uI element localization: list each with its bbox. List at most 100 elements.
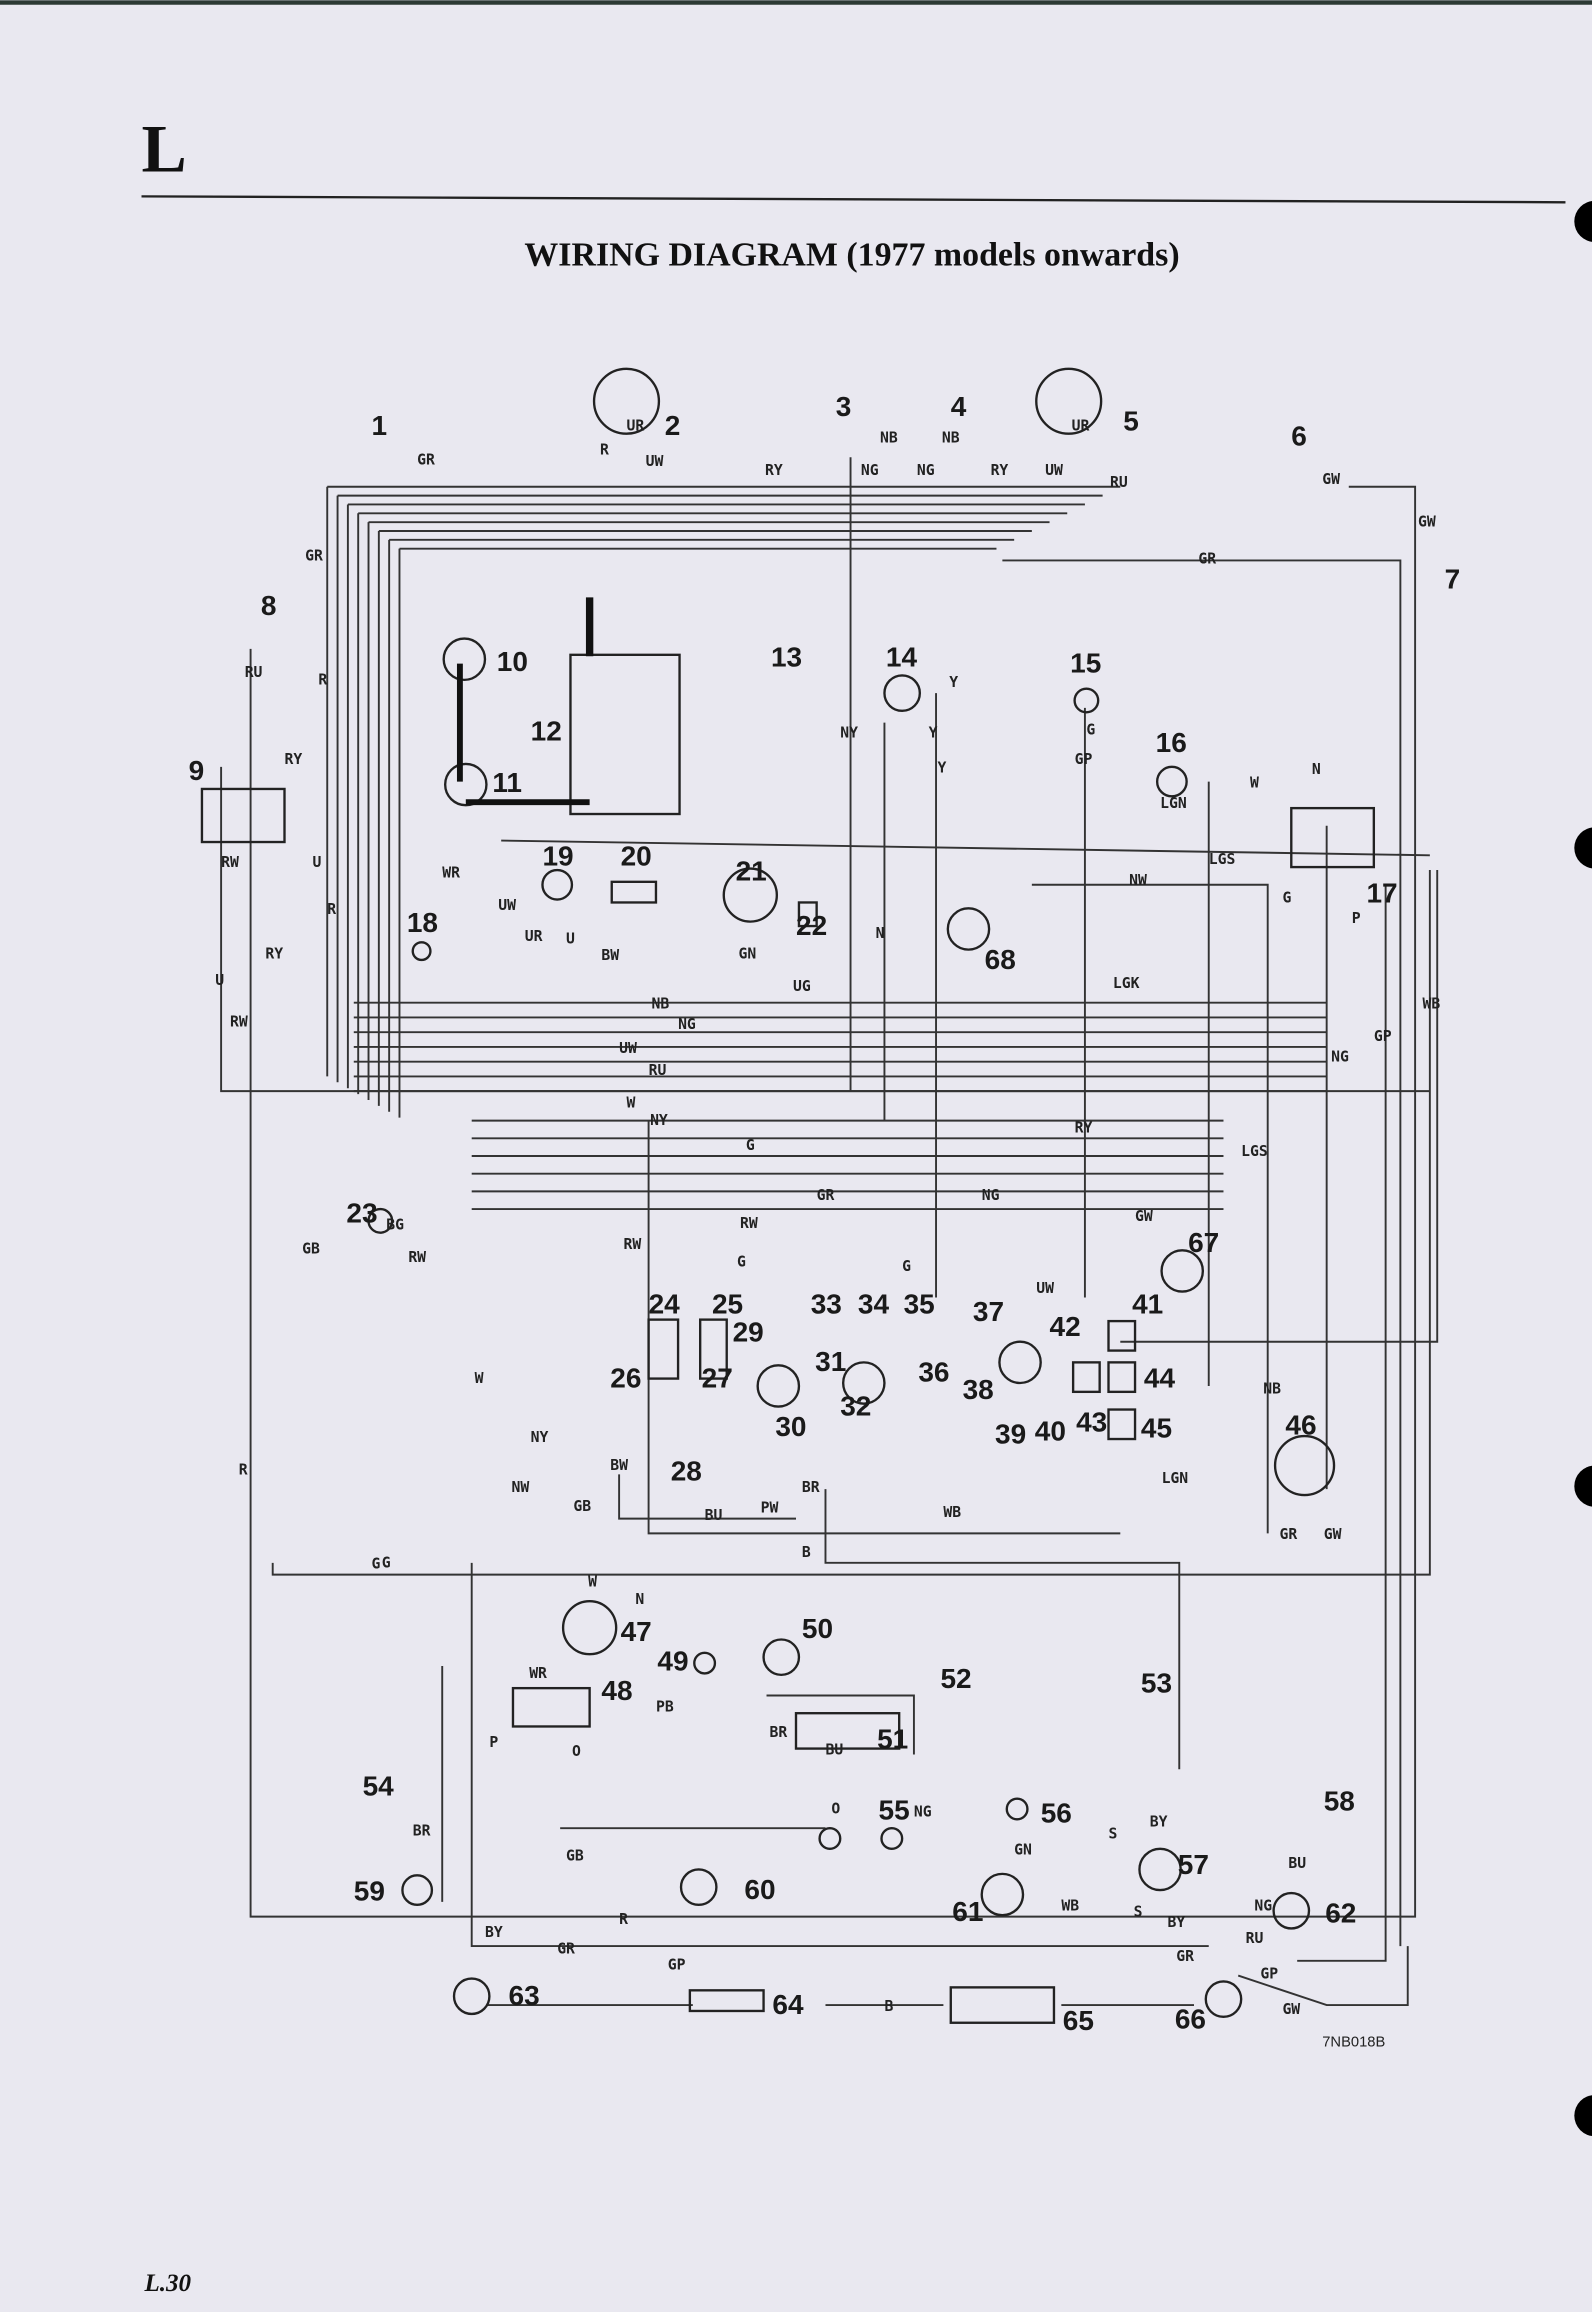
- wire-label: N: [876, 925, 885, 942]
- wire-label: LGN: [1160, 795, 1187, 812]
- wire-label: WR: [442, 864, 460, 881]
- wire-label: RW: [624, 1236, 642, 1253]
- wire-label: GB: [566, 1848, 584, 1865]
- wire-label: GP: [1374, 1028, 1392, 1045]
- wire: [1297, 884, 1387, 1962]
- wire-label: GR: [557, 1940, 575, 1957]
- wire-label: RY: [265, 945, 283, 962]
- component-number-14: 14: [886, 642, 918, 673]
- wire-label: GR: [1279, 1526, 1297, 1543]
- wire-label: GR: [1176, 1948, 1194, 1965]
- wire-label: RW: [408, 1249, 426, 1266]
- component-symbol: [980, 1872, 1025, 1917]
- component-number-33: 33: [811, 1289, 842, 1320]
- wire-label: RY: [284, 751, 302, 768]
- component-number-2: 2: [665, 410, 681, 441]
- wire-label: GW: [1282, 2001, 1300, 2018]
- component-symbol: [818, 1826, 842, 1850]
- component-number-56: 56: [1041, 1797, 1072, 1828]
- component-number-10: 10: [497, 646, 528, 677]
- component-number-55: 55: [879, 1794, 910, 1825]
- component-number-63: 63: [509, 1980, 540, 2011]
- component-number-16: 16: [1156, 727, 1187, 758]
- wire-label: R: [239, 1461, 248, 1478]
- wire-label: O: [572, 1743, 581, 1760]
- wire-label: G: [746, 1137, 755, 1154]
- wire-label: RY: [991, 462, 1009, 479]
- wire-label: UW: [498, 897, 516, 914]
- component-symbol: [1204, 1980, 1243, 2019]
- wire: [501, 839, 1430, 857]
- wire-label: NW: [1129, 872, 1147, 889]
- component-number-40: 40: [1035, 1415, 1066, 1446]
- wire-label: WB: [1061, 1898, 1079, 1915]
- component-number-54: 54: [363, 1771, 395, 1802]
- wire-label: W: [588, 1573, 597, 1590]
- component-symbol: [401, 1874, 434, 1907]
- wire-label: LGN: [1162, 1470, 1189, 1487]
- wire-label: RW: [221, 854, 239, 871]
- wire-label: GW: [1322, 471, 1340, 488]
- wire: [647, 1120, 1121, 1535]
- wire-label: GB: [302, 1240, 320, 1257]
- component-number-67: 67: [1188, 1227, 1219, 1258]
- component-number-8: 8: [261, 590, 277, 621]
- wire-label: G: [1086, 721, 1095, 738]
- component-number-59: 59: [354, 1875, 385, 1906]
- component-symbol: [541, 868, 574, 901]
- component-symbol: [679, 1868, 718, 1907]
- wire-label: G: [1282, 889, 1291, 906]
- component-number-42: 42: [1050, 1311, 1081, 1342]
- component-number-13: 13: [771, 642, 802, 673]
- wire-label: GR: [305, 547, 323, 564]
- wire-label: RW: [740, 1215, 758, 1232]
- wire-label: W: [1250, 774, 1259, 791]
- component-symbol: [610, 880, 658, 904]
- component-number-60: 60: [744, 1874, 775, 1905]
- component-number-27: 27: [702, 1362, 733, 1393]
- wire-label: BY: [1150, 1814, 1168, 1831]
- wire-label: P: [1352, 910, 1361, 927]
- component-symbol: [1005, 1797, 1029, 1821]
- component-symbol: [699, 1318, 728, 1380]
- wire: [1237, 1946, 1409, 2007]
- wire-label: GR: [817, 1187, 835, 1204]
- component-number-62: 62: [1325, 1898, 1356, 1929]
- component-number-45: 45: [1141, 1413, 1172, 1444]
- wire-label: W: [626, 1094, 635, 1111]
- wire-label: G: [371, 1556, 380, 1573]
- wire-label: NB: [652, 996, 670, 1013]
- component-number-31: 31: [815, 1346, 846, 1377]
- component-number-37: 37: [973, 1296, 1004, 1327]
- wire-label: S: [1134, 1904, 1143, 1921]
- component-number-7: 7: [1445, 563, 1461, 594]
- component-symbol: [367, 1207, 394, 1234]
- wire-label: R: [600, 441, 609, 458]
- component-number-57: 57: [1178, 1849, 1209, 1880]
- wire-label: BG: [386, 1217, 404, 1234]
- wire-label: GP: [1260, 1966, 1278, 1983]
- component-number-30: 30: [775, 1411, 806, 1442]
- wire-label: NB: [880, 430, 898, 447]
- component-symbol: [841, 1361, 886, 1405]
- wire-label: W: [475, 1370, 484, 1387]
- components: [200, 367, 1376, 2024]
- wire-label: RW: [230, 1013, 248, 1030]
- component-number-32: 32: [840, 1390, 871, 1421]
- component-symbol: [1035, 367, 1103, 435]
- component-symbol: [1272, 1891, 1311, 1930]
- wire-label: WR: [529, 1665, 547, 1682]
- wire: [1002, 559, 1402, 1947]
- wire-label: NY: [650, 1112, 668, 1129]
- component-number-9: 9: [189, 755, 205, 786]
- wire-label: BU: [1288, 1855, 1306, 1872]
- component-number-50: 50: [802, 1613, 833, 1644]
- component-symbol: [443, 762, 488, 807]
- punch-hole: [1574, 827, 1592, 869]
- component-symbol: [883, 674, 922, 713]
- component-number-3: 3: [836, 391, 852, 422]
- wire-label: U: [566, 931, 575, 948]
- page-title: WIRING DIAGRAM (1977 models onwards): [524, 237, 1179, 274]
- wire-label: GR: [1198, 550, 1216, 567]
- wire: [470, 1562, 1209, 1948]
